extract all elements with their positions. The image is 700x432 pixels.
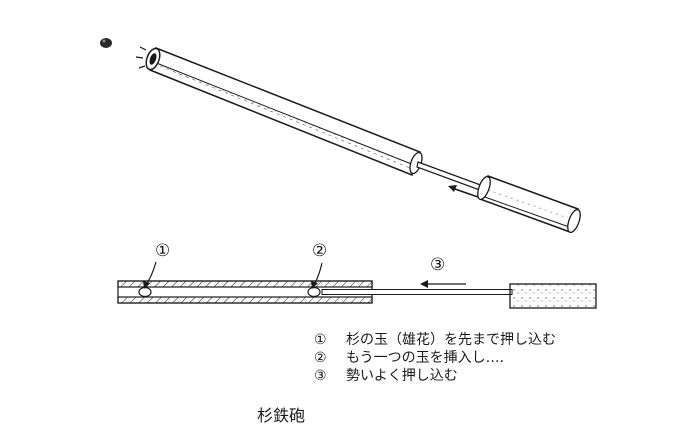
bamboo-barrel <box>145 46 423 176</box>
plunger-handle-section <box>509 283 597 309</box>
cross-section-view <box>117 261 597 309</box>
step-marker-1: ① <box>155 241 171 261</box>
cedar-ball-2 <box>307 286 321 298</box>
marker-3-arrow <box>420 280 466 288</box>
plunger-handle <box>477 175 581 234</box>
legend-marker-3: ③ <box>314 368 327 384</box>
muzzle-motion-lines <box>135 46 147 69</box>
legend-text-2: もう一つの玉を挿入し‥‥ <box>346 350 505 366</box>
step-marker-2: ② <box>312 241 328 261</box>
legend-text-3: 勢いよく押し込む <box>346 368 458 384</box>
legend-text-1: 杉の玉（雄花）を先まで押し込む <box>346 332 556 348</box>
plunger-rod-section <box>321 289 513 295</box>
legend-row-3: ③ 勢いよく押し込む <box>314 367 556 385</box>
perspective-view <box>100 38 581 234</box>
step-marker-3: ③ <box>430 255 446 275</box>
legend-marker-2: ② <box>314 350 327 366</box>
marker-2-arrow <box>311 262 323 289</box>
legend-marker-1: ① <box>314 332 327 348</box>
flying-cedar-ball <box>100 38 112 48</box>
steps-legend: ① 杉の玉（雄花）を先まで押し込む ② もう一つの玉を挿入し‥‥ ③ 勢いよく押… <box>314 331 556 385</box>
figure-caption: 杉鉄砲 <box>257 406 306 425</box>
barrel-wall-bottom <box>117 296 373 304</box>
marker-1-arrow <box>143 261 157 289</box>
push-arrow-top <box>448 185 479 198</box>
cedar-ball-1 <box>138 286 152 298</box>
legend-row-1: ① 杉の玉（雄花）を先まで押し込む <box>314 331 556 349</box>
barrel-wall-top <box>117 280 373 288</box>
legend-row-2: ② もう一つの玉を挿入し‥‥ <box>314 349 556 367</box>
